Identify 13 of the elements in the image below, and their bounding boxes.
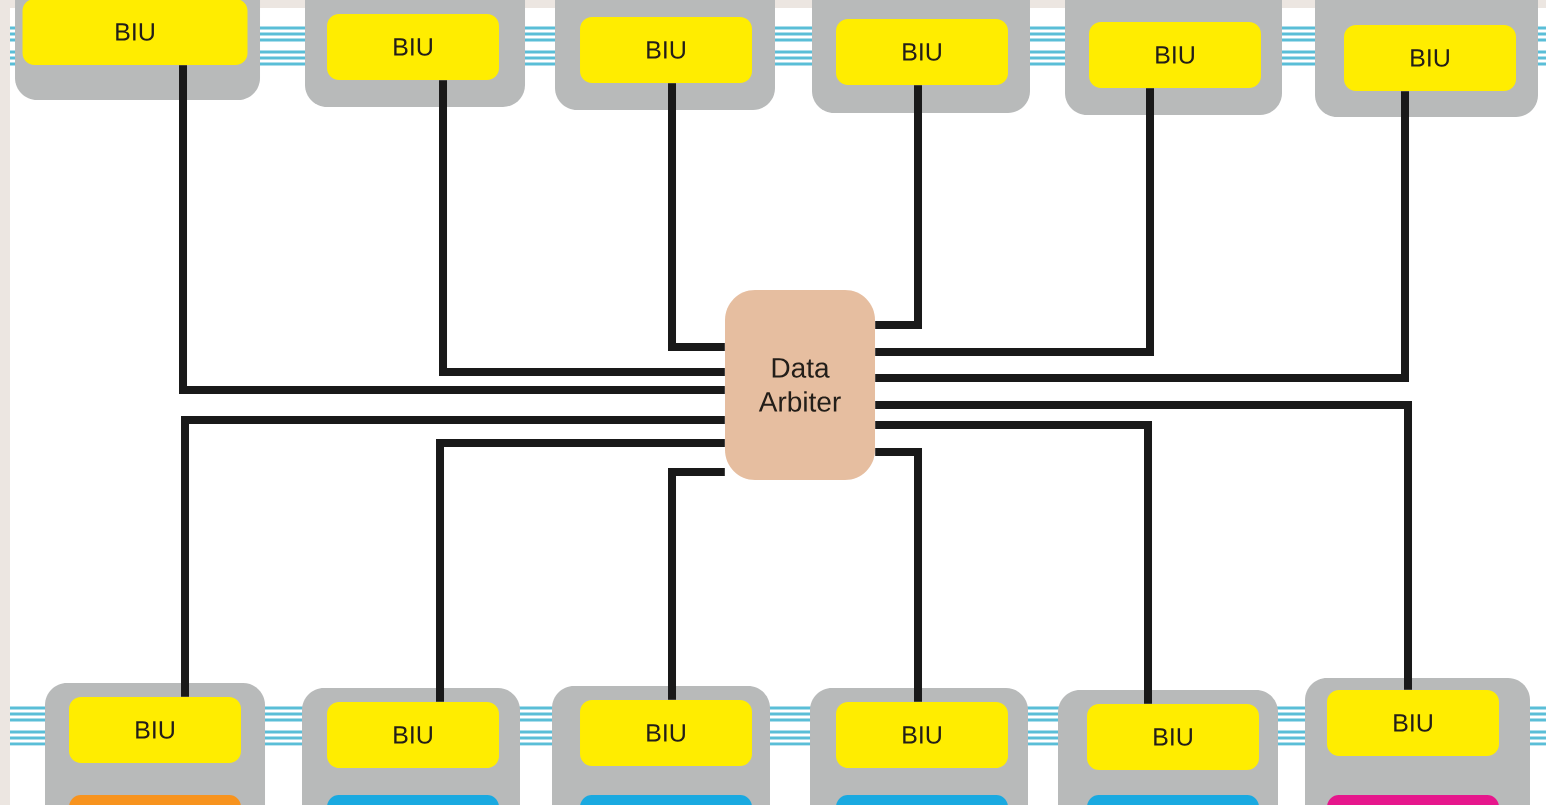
biu-box: BIU [1089,22,1261,88]
biu-box: BIU [1344,25,1516,91]
biu-box: BIU [327,14,499,80]
biu-box: BIU [836,702,1008,768]
biu-box: BIU [327,702,499,768]
arbiter-box: Data Arbiter [725,290,875,480]
biu-box: BIU [580,17,752,83]
biu-box: BIU [69,697,241,763]
biu-box: BIU [836,19,1008,85]
biu-box: BIU [22,0,248,65]
biu-box: BIU [1327,690,1499,756]
biu-box: BIU [580,700,752,766]
biu-box: BIU [1087,704,1259,770]
